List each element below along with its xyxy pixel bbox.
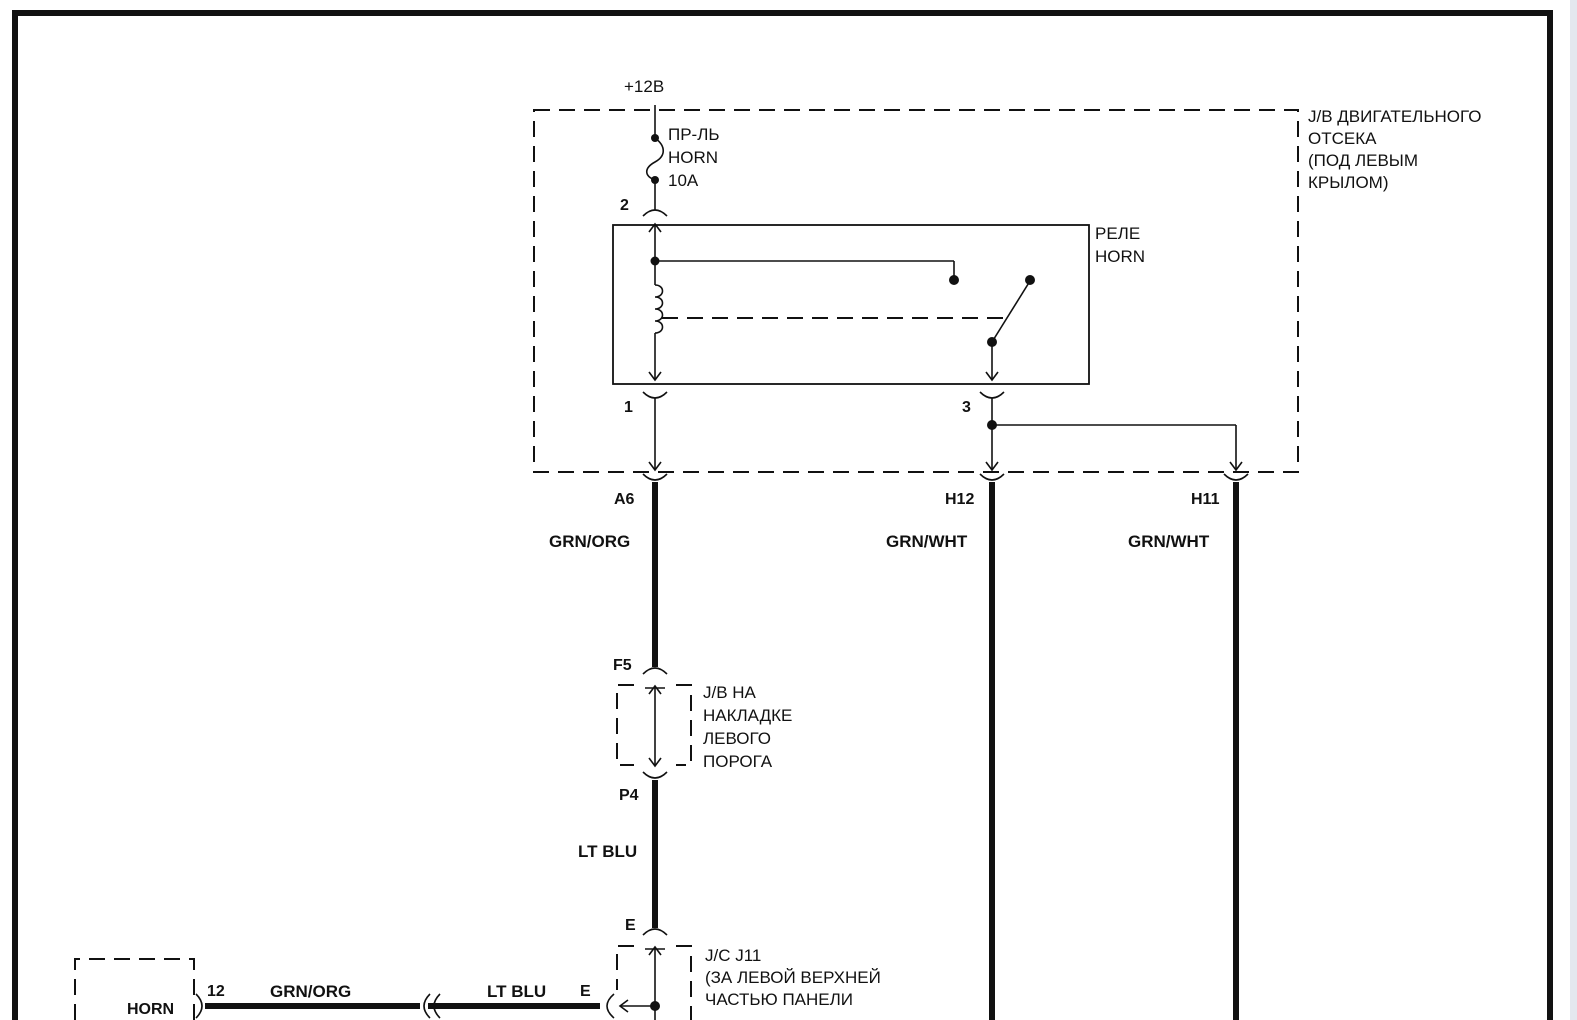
connector-e-left <box>606 993 615 1019</box>
pin-2-label: 2 <box>620 197 629 214</box>
jb-sill-box <box>616 684 692 766</box>
connector-pin-3 <box>979 391 1005 399</box>
connector-pin-1 <box>642 391 668 399</box>
pin-h12-label: H12 <box>945 491 974 508</box>
jb-engine-box <box>533 109 1299 473</box>
pin-f5-label: F5 <box>613 657 632 674</box>
svg-text:HORN: HORN <box>668 148 718 167</box>
pin-3-label: 3 <box>962 399 971 416</box>
pin-a6-label: A6 <box>614 491 635 508</box>
jb-engine-wiring <box>648 398 1243 472</box>
fuse-symbol <box>645 105 665 210</box>
connector-pin-2 <box>642 209 668 217</box>
svg-text:ПР-ЛЬ: ПР-ЛЬ <box>668 125 720 144</box>
power-label: +12В <box>624 77 664 96</box>
jb-engine-label: J/B ДВИГАТЕЛЬНОГО ОТСЕКА (ПОД ЛЕВЫМ КРЫЛ… <box>1308 107 1481 192</box>
relay-circuit <box>648 256 1035 382</box>
jc-box <box>616 945 692 1020</box>
svg-text:НАКЛАДКЕ: НАКЛАДКЕ <box>703 706 792 725</box>
connector-f5 <box>642 667 668 675</box>
svg-text:ОТСЕКА: ОТСЕКА <box>1308 129 1377 148</box>
svg-text:(ПОД ЛЕВЫМ: (ПОД ЛЕВЫМ <box>1308 151 1418 170</box>
pin-1-label: 1 <box>624 399 633 416</box>
svg-text:РЕЛЕ: РЕЛЕ <box>1095 224 1140 243</box>
svg-text:ПОРОГА: ПОРОГА <box>703 752 773 771</box>
svg-text:J/B НА: J/B НА <box>703 683 757 702</box>
horn-box <box>74 958 195 1020</box>
svg-text:J/B ДВИГАТЕЛЬНОГО: J/B ДВИГАТЕЛЬНОГО <box>1308 107 1481 126</box>
jc-link <box>618 945 665 1020</box>
jb-sill-link <box>645 684 665 768</box>
wire-horn-label: GRN/ORG <box>270 982 351 1001</box>
pin-e-left-label: E <box>580 983 591 1000</box>
relay-label: РЕЛЕ HORN <box>1095 224 1145 266</box>
pin-h11-label: H11 <box>1191 491 1220 508</box>
jb-engine-output-connectors <box>642 473 1249 481</box>
fuse-label: ПР-ЛЬ HORN 10A <box>668 125 720 190</box>
svg-text:10A: 10A <box>668 171 699 190</box>
svg-text:J/C J11: J/C J11 <box>705 946 761 965</box>
horn-label: HORN <box>127 1001 174 1018</box>
connector-e-top <box>642 928 668 936</box>
svg-text:КРЫЛОМ): КРЫЛОМ) <box>1308 173 1389 192</box>
svg-text:ЛЕВОГО: ЛЕВОГО <box>703 729 771 748</box>
svg-text:ЧАСТЬЮ ПАНЕЛИ: ЧАСТЬЮ ПАНЕЛИ <box>705 990 853 1009</box>
wire-h11-label: GRN/WHT <box>1128 532 1210 551</box>
svg-text:(ЗА ЛЕВОЙ ВЕРХНЕЙ: (ЗА ЛЕВОЙ ВЕРХНЕЙ <box>705 968 881 987</box>
jb-sill-label: J/B НА НАКЛАДКЕ ЛЕВОГО ПОРОГА <box>703 683 792 771</box>
pin-12-label: 12 <box>207 983 225 1000</box>
wire-h12-label: GRN/WHT <box>886 532 968 551</box>
pin-e-top-label: E <box>625 917 636 934</box>
page-frame <box>12 10 1553 1020</box>
window-edge <box>1570 0 1577 1020</box>
svg-text:HORN: HORN <box>1095 247 1145 266</box>
pin-p4-label: P4 <box>619 787 639 804</box>
wire-a6-label: GRN/ORG <box>549 532 630 551</box>
inline-connector <box>423 993 441 1019</box>
connector-12 <box>195 993 203 1019</box>
wire-p4-label: LT BLU <box>578 842 637 861</box>
jc-label: J/C J11 (ЗА ЛЕВОЙ ВЕРХНЕЙ ЧАСТЬЮ ПАНЕЛИ <box>705 946 881 1009</box>
wire-jc-label: LT BLU <box>487 982 546 1001</box>
connector-p4 <box>642 771 668 779</box>
relay-box <box>612 224 1090 385</box>
